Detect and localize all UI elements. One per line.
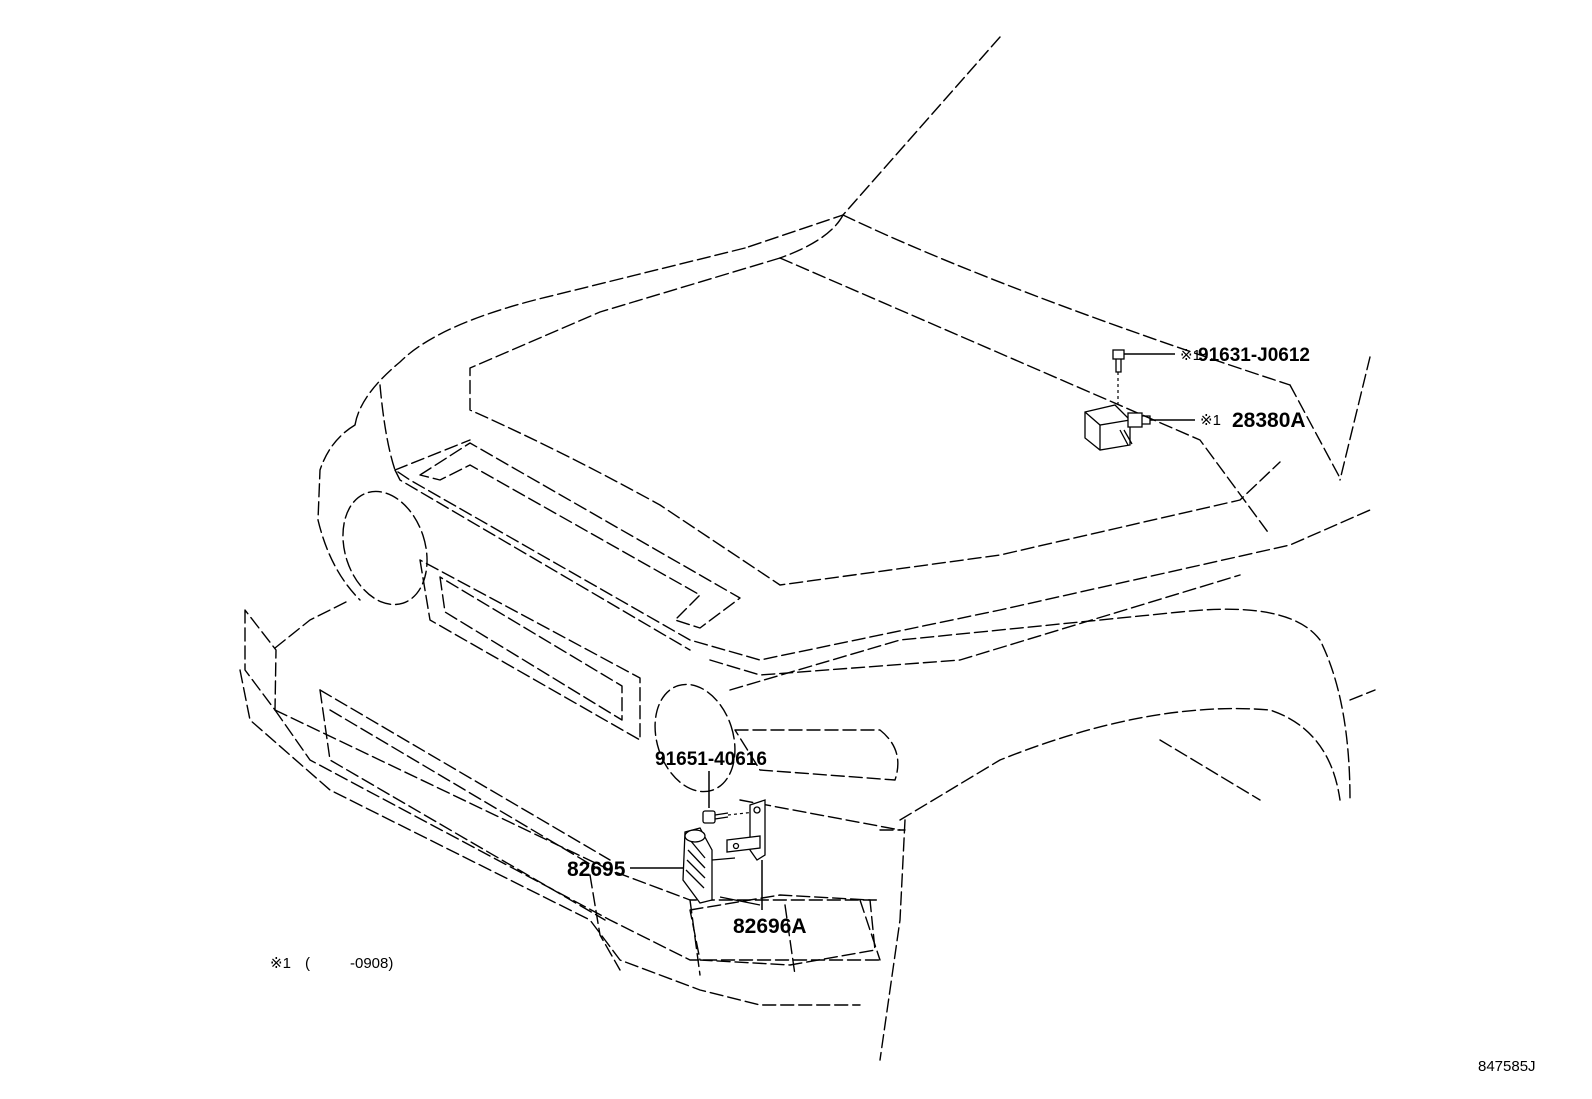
bracket-icon xyxy=(719,799,766,906)
horn-icon xyxy=(682,827,736,904)
footnote-open: ( xyxy=(305,955,310,972)
vehicle-outline xyxy=(239,36,1376,1061)
bolt-top-mark: ※1 xyxy=(1180,347,1201,364)
bolt-front-label: 91651-40616 xyxy=(655,749,767,770)
diagram-id: 847585J xyxy=(1478,1058,1536,1075)
horn-label: 82695 xyxy=(567,858,626,881)
sensor-top-label: 28380A xyxy=(1232,409,1306,432)
bracket-label: 82696A xyxy=(733,915,807,938)
bolt-top-label: 91631-J0612 xyxy=(1198,345,1310,366)
bolt-front-icon xyxy=(702,810,756,824)
footnote-range: -0908) xyxy=(350,955,393,972)
bolt-top-icon xyxy=(1112,349,1125,408)
sensor-top-icon xyxy=(1084,404,1151,451)
footnote: ※1 ( -0908) xyxy=(270,955,393,972)
footnote-mark: ※1 xyxy=(270,955,291,972)
sensor-top-mark: ※1 xyxy=(1200,412,1221,429)
